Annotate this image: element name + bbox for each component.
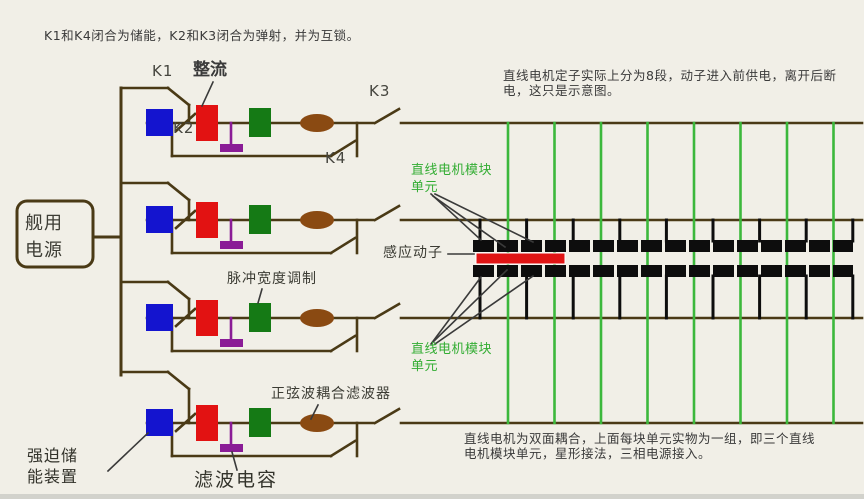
stator-segment-lower	[809, 265, 830, 277]
label-k4: K4	[325, 149, 347, 167]
stator-segment-upper	[785, 240, 806, 252]
label-pwm: 脉冲宽度调制	[227, 271, 317, 287]
filter-capacitor-block-row4	[220, 444, 243, 452]
sine-filter-block-row3	[300, 309, 334, 327]
sine-filter-block-row2	[300, 211, 334, 229]
stator-segment-upper	[473, 240, 494, 252]
label-k3: K3	[369, 82, 391, 100]
mover-bar	[475, 252, 566, 265]
stator-segment-upper	[521, 240, 542, 252]
stator-segment-upper	[809, 240, 830, 252]
k4-switch-blade-row3	[329, 334, 357, 353]
pointer-line	[231, 451, 238, 471]
stator-segment-upper	[617, 240, 638, 252]
k1-switch-blade-row4	[166, 370, 191, 391]
label-filter-capacitor: 滤波电容	[194, 469, 279, 491]
storage-device-block-row1	[146, 109, 173, 136]
stator-segment-upper	[737, 240, 758, 252]
k2-switch-blade-row1	[174, 112, 197, 133]
power-box-outline	[15, 199, 95, 269]
pwm-block-row4	[249, 408, 271, 437]
note-stator-segments: 直线电机定子实际上分为8段，动子进入前供电，离开后断电，这只是示意图。	[503, 68, 837, 98]
filter-capacitor-block-row1	[220, 144, 243, 152]
stator-segment-lower	[665, 265, 686, 277]
storage-device-block-row3	[146, 304, 173, 331]
pointer-line	[106, 431, 150, 473]
k1-switch-blade-row2	[166, 181, 191, 202]
k1-switch-blade-row1	[166, 86, 191, 107]
filter-capacitor-block-row3	[220, 339, 243, 347]
stator-segment-lower	[785, 265, 806, 277]
k3-switch-blade-row1	[373, 107, 401, 125]
label-motor-module-unit-bottom: 直线电机模块单元	[411, 342, 493, 374]
pwm-block-row1	[249, 108, 271, 137]
stator-segment-upper	[497, 240, 518, 252]
filter-capacitor-block-row2	[220, 241, 243, 249]
stator-segment-upper	[569, 240, 590, 252]
pointer-line	[200, 80, 215, 108]
stator-segment-upper	[713, 240, 734, 252]
pointer-line	[429, 192, 483, 242]
k4-switch-blade-row2	[329, 236, 357, 255]
label-motor-module-unit-top: 直线电机模块单元	[411, 163, 493, 195]
sine-filter-block-row1	[300, 114, 334, 132]
stator-segment-lower	[713, 265, 734, 277]
k3-switch-blade-row4	[373, 407, 401, 425]
stator-segment-lower	[641, 265, 662, 277]
pointer-line	[257, 288, 263, 304]
stator-segment-lower	[473, 265, 494, 277]
k3-switch-blade-row3	[373, 302, 401, 320]
label-forced-storage: 强迫储能装置	[27, 446, 79, 486]
note-interlock: K1和K4闭合为储能，K2和K3闭合为弹射，并为互锁。	[44, 28, 360, 43]
pointer-line	[429, 275, 483, 346]
pointer-line	[431, 268, 509, 344]
label-k1: K1	[152, 62, 174, 80]
stator-segment-lower	[617, 265, 638, 277]
label-induction-mover: 感应动子	[383, 245, 443, 261]
storage-device-block-row2	[146, 206, 173, 233]
stator-segment-upper	[545, 240, 566, 252]
k4-switch-blade-row1	[329, 139, 357, 158]
stator-segment-lower	[545, 265, 566, 277]
pointer-line	[309, 403, 320, 421]
pointer-line	[433, 192, 535, 244]
stator-segment-lower	[761, 265, 782, 277]
stator-segment-lower	[737, 265, 758, 277]
stator-segment-upper	[641, 240, 662, 252]
pointer-line	[433, 274, 535, 346]
stator-segment-lower	[689, 265, 710, 277]
stator-segment-lower	[569, 265, 590, 277]
pwm-block-row3	[249, 303, 271, 332]
note-double-coupling: 直线电机为双面耦合，上面每块单元实物为一组，即三个直线电机模块单元，星形接法，三…	[464, 431, 816, 461]
storage-device-block-row4	[146, 409, 173, 436]
k2-switch-blade-row3	[174, 307, 197, 328]
rectifier-block-row3	[196, 300, 218, 336]
stator-segment-lower	[521, 265, 542, 277]
label-sine-filter: 正弦波耦合滤波器	[271, 386, 391, 402]
pwm-block-row2	[249, 205, 271, 234]
label-rectifier: 整流	[193, 60, 227, 80]
stator-segment-upper	[833, 240, 853, 252]
stator-segment-upper	[665, 240, 686, 252]
stator-segment-upper	[761, 240, 782, 252]
stator-segment-upper	[593, 240, 614, 252]
stator-segment-upper	[689, 240, 710, 252]
rectifier-block-row1	[196, 105, 218, 141]
power-source-label: 舰用电源	[25, 213, 63, 261]
stator-segment-lower	[833, 265, 853, 277]
rectifier-block-row2	[196, 202, 218, 238]
sine-filter-block-row4	[300, 414, 334, 432]
k4-switch-blade-row4	[329, 439, 357, 458]
pointer-line	[431, 194, 507, 249]
stator-segment-lower	[593, 265, 614, 277]
rectifier-block-row4	[196, 405, 218, 441]
k1-switch-blade-row3	[166, 280, 191, 301]
k2-switch-blade-row2	[174, 209, 197, 230]
label-k2: K2	[173, 119, 195, 137]
image-edge-artifact	[0, 494, 864, 499]
stator-segment-lower	[497, 265, 518, 277]
k3-switch-blade-row2	[373, 204, 401, 222]
k2-switch-blade-row4	[174, 412, 197, 433]
